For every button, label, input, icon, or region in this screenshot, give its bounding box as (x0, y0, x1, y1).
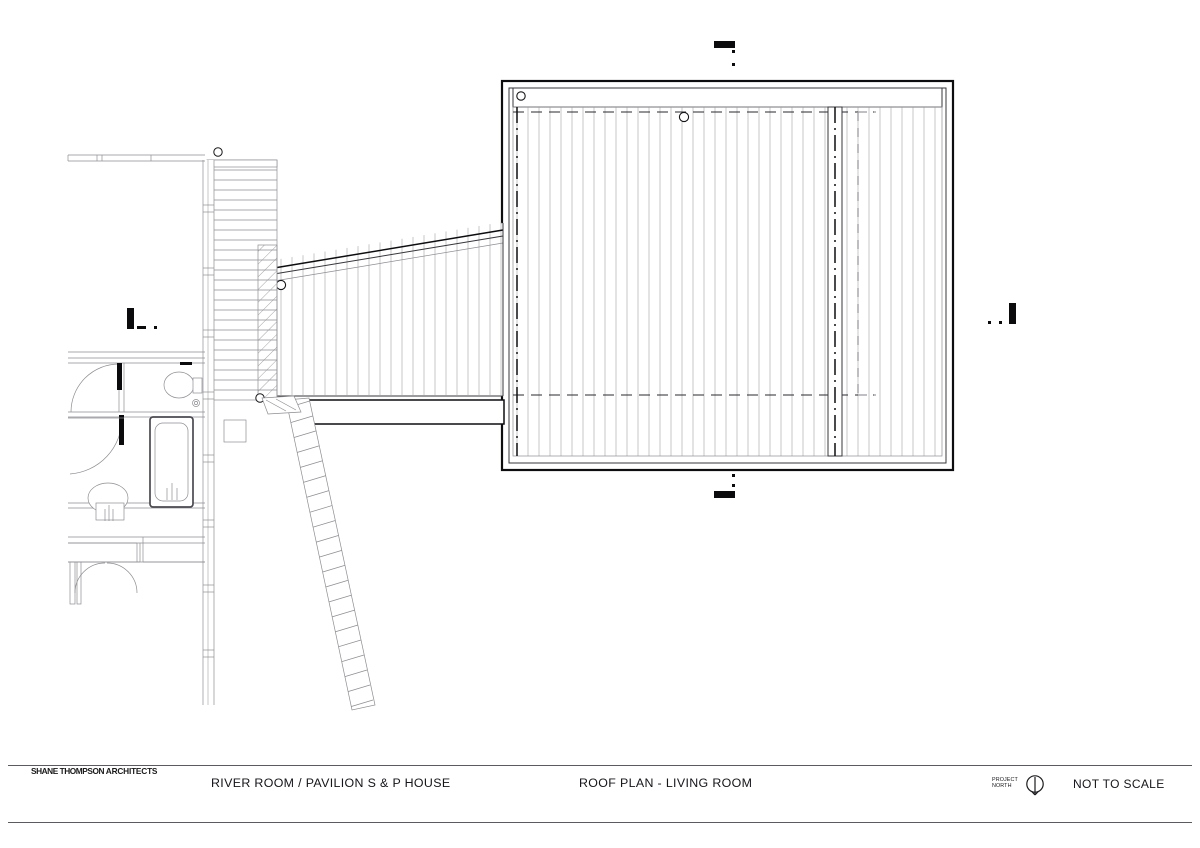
section-marker-top (714, 41, 735, 66)
practice-logo: SHANE THOMPSON ARCHITECTS (31, 766, 157, 776)
north-arrow-circle-icon (1026, 775, 1044, 796)
title-block-divider-top (8, 765, 1192, 766)
bathroom-plan (68, 357, 205, 605)
roof-batten-field (512, 106, 943, 457)
north-label-line2: NORTH (992, 783, 1012, 790)
practice-name-light: ARCHITECTS (104, 766, 158, 776)
roof-penetration-marker (678, 111, 690, 123)
roof-downpipe-marker (516, 91, 526, 101)
roof-plan-drawing (67, 41, 1016, 711)
living-room-roof (500, 79, 955, 472)
section-marker-right (988, 303, 1016, 324)
title-block-divider-bottom (8, 822, 1192, 823)
basin-fixture (87, 482, 129, 521)
toilet-fixture (163, 362, 203, 407)
north-label-line1: PROJECT (992, 777, 1018, 783)
section-marker-bottom (714, 474, 735, 498)
linking-roof-wing (261, 222, 505, 425)
section-marker-left (127, 308, 157, 329)
bathtub-fixture (149, 416, 194, 508)
practice-name-bold: SHANE THOMPSON (31, 766, 104, 776)
door-swing-upper (70, 363, 122, 413)
door-swing-middle (68, 415, 124, 475)
double-door-lower (68, 561, 140, 605)
drawing-area (67, 41, 1016, 711)
title-block (0, 755, 1200, 848)
drawing-title: ROOF PLAN - LIVING ROOM (579, 776, 753, 790)
wall-joint-ticks (203, 204, 214, 658)
long-vertical-wall (202, 160, 247, 705)
ramp-walkway (261, 395, 376, 711)
wing-roof-upper-edge (261, 229, 504, 271)
deck-post-marker-top (213, 147, 223, 157)
deck-boards (206, 147, 278, 403)
upper-left-room (67, 154, 205, 353)
scale-note: NOT TO SCALE (1073, 777, 1165, 791)
project-title: RIVER ROOM / PAVILION S & P HOUSE (211, 776, 451, 790)
section-markers (127, 41, 1016, 498)
